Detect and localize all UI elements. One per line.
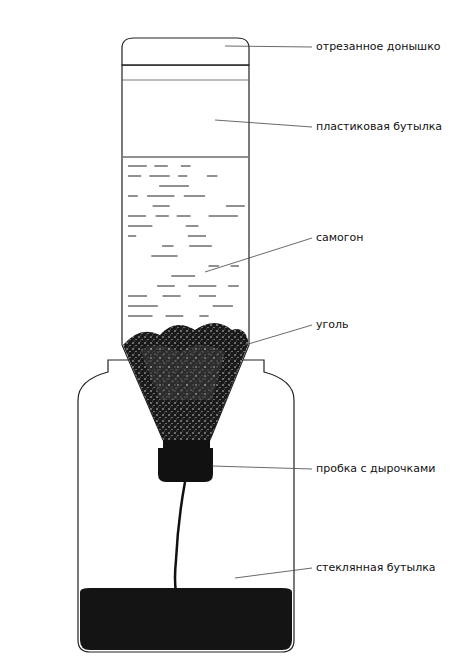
leader-lines (205, 46, 312, 578)
part-label: отрезанное донышко (316, 40, 441, 54)
part-label: самогон (316, 231, 364, 245)
part-label: пробка с дырочками (316, 462, 435, 476)
part-label: пластиковая бутылка (316, 120, 442, 134)
part-label: уголь (316, 318, 349, 332)
part-label: стеклянная бутылка (316, 561, 436, 575)
